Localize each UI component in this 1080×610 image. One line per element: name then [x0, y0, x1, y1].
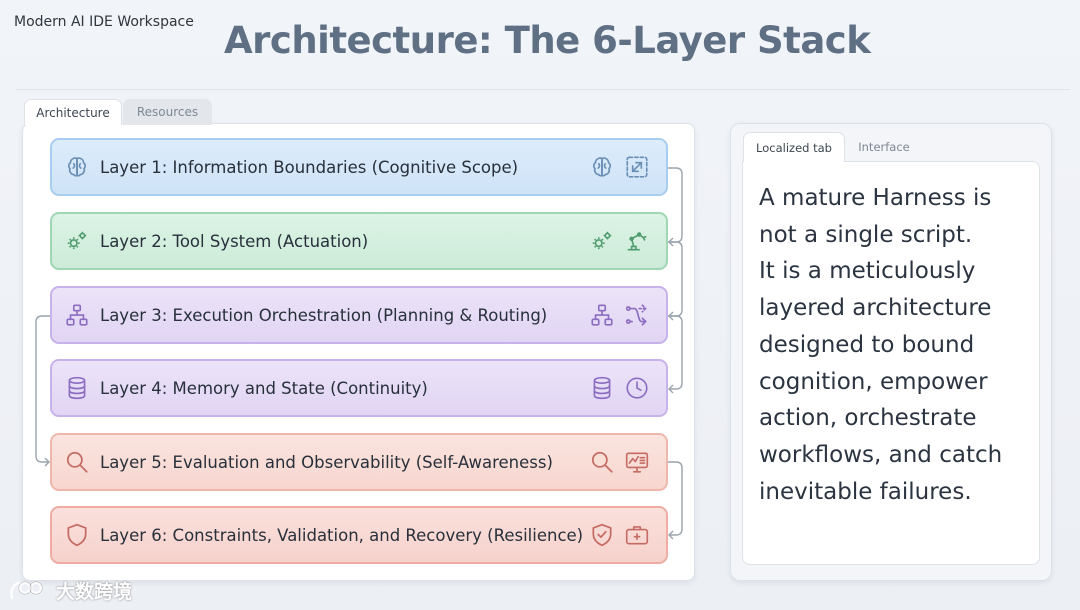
- hierarchy-icon: [589, 302, 615, 328]
- routing-icon: [624, 302, 650, 328]
- watermark-text: 大数跨境: [56, 581, 133, 603]
- watermark-logo-icon: [10, 581, 43, 599]
- medkit-icon: [624, 522, 650, 548]
- layer-1-label: Layer 1: Information Boundaries (Cogniti…: [100, 157, 519, 177]
- app-title: Modern AI IDE Workspace: [14, 14, 194, 30]
- layer-4-label: Layer 4: Memory and State (Continuity): [100, 378, 428, 398]
- info-panel-body: [742, 161, 1040, 565]
- layer-2-card[interactable]: Layer 2: Tool System (Actuation): [50, 212, 668, 270]
- watermark: 大数跨境: [8, 577, 132, 604]
- layer-6-label: Layer 6: Constraints, Validation, and Re…: [100, 525, 584, 545]
- info-text-line-2: It is a meticulously layered architectur…: [759, 258, 1003, 505]
- layer-2-label: Layer 2: Tool System (Actuation): [100, 231, 369, 251]
- monitor-chart-icon: [624, 449, 650, 475]
- brain-icon: [64, 154, 90, 180]
- shield-icon: [64, 522, 90, 548]
- layer-3-card[interactable]: Layer 3: Execution Orchestration (Planni…: [50, 286, 668, 344]
- tab-resources[interactable]: Resources: [123, 99, 212, 125]
- gears-icon: [64, 228, 90, 254]
- magnifier-icon: [589, 449, 615, 475]
- shield-check-icon: [589, 522, 615, 548]
- magnifier-icon: [64, 449, 90, 475]
- gears-icon: [589, 228, 615, 254]
- tab-architecture[interactable]: Architecture: [24, 99, 122, 125]
- info-text: A mature Harness is not a single script.…: [759, 180, 1029, 510]
- brain-icon: [589, 154, 615, 180]
- architecture-panel: [22, 123, 695, 581]
- tab-localized[interactable]: Localized tab: [743, 132, 845, 162]
- database-icon: [64, 375, 90, 401]
- layer-3-label: Layer 3: Execution Orchestration (Planni…: [100, 305, 548, 325]
- robot-arm-icon: [624, 228, 650, 254]
- header-divider: [16, 89, 1070, 90]
- page-title: Architecture: The 6-Layer Stack: [224, 19, 871, 62]
- layer-6-card[interactable]: Layer 6: Constraints, Validation, and Re…: [50, 506, 668, 564]
- layer-4-card[interactable]: Layer 4: Memory and State (Continuity): [50, 359, 668, 417]
- expand-arrows-icon: [624, 154, 650, 180]
- hierarchy-icon: [64, 302, 90, 328]
- layer-1-card[interactable]: Layer 1: Information Boundaries (Cogniti…: [50, 138, 668, 196]
- layer-5-card[interactable]: Layer 5: Evaluation and Observability (S…: [50, 433, 668, 491]
- layer-5-label: Layer 5: Evaluation and Observability (S…: [100, 452, 553, 472]
- info-text-line-1: A mature Harness is not a single script.: [759, 185, 992, 248]
- clock-icon: [624, 375, 650, 401]
- tab-interface[interactable]: Interface: [858, 140, 910, 154]
- database-icon: [589, 375, 615, 401]
